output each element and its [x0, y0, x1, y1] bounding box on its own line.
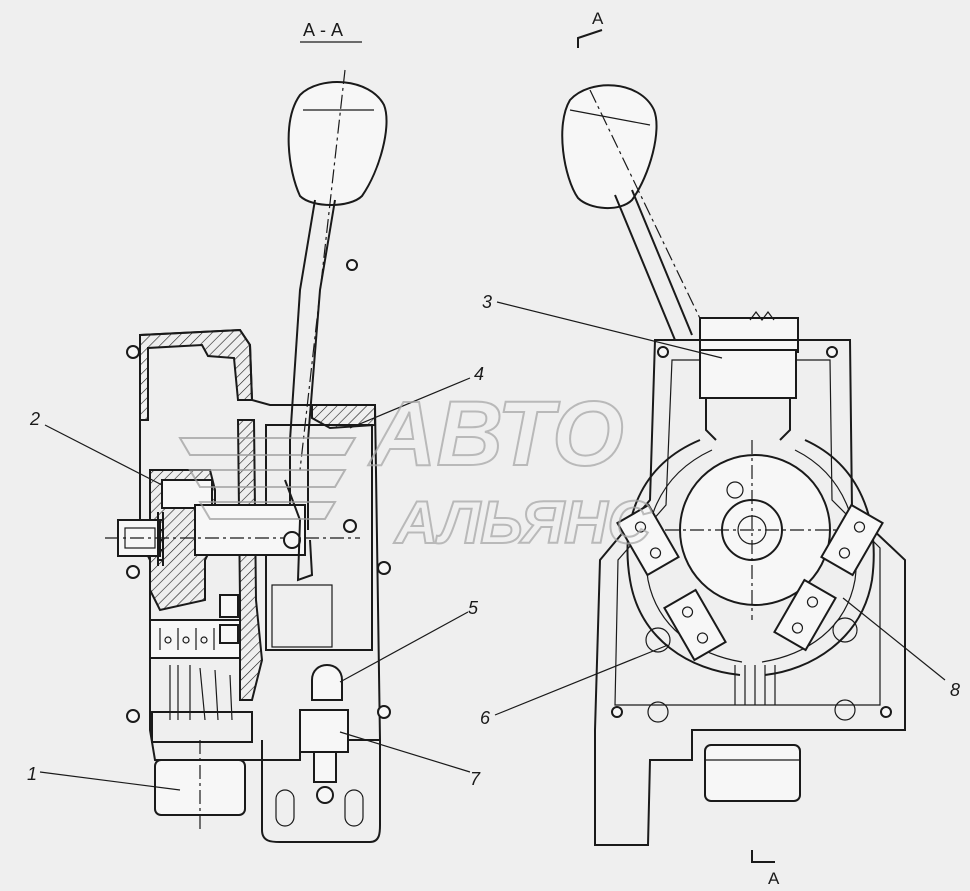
lever-rod-left: [289, 199, 336, 530]
leader-2: [44, 424, 163, 486]
callout-2: 2: [29, 409, 40, 429]
corner-screw-4: [880, 706, 892, 718]
bolt-hole-2: [832, 617, 858, 643]
callout-3: 3: [482, 292, 492, 312]
leader-3: [496, 301, 723, 359]
spring-lever: [284, 479, 314, 582]
socket-stem: [313, 751, 337, 783]
corner-screw-1: [657, 346, 669, 358]
leader-5: [339, 611, 469, 683]
bolt-hole-5: [726, 481, 744, 499]
lever-rod-right: [614, 189, 693, 341]
lamp-socket: [299, 709, 349, 753]
inner-rod-chamber-floor: [271, 584, 333, 648]
cap-ridges: [749, 311, 775, 321]
socket-eyelet: [316, 786, 334, 804]
leader-7: [339, 731, 471, 773]
microswitch-terminals: [159, 628, 215, 650]
terminal-dot-3: [200, 636, 208, 644]
pivot-pin-left: [283, 531, 301, 549]
leader-6: [494, 644, 669, 716]
corner-screw-3: [611, 706, 623, 718]
section-mark-bottom: А: [768, 869, 780, 888]
leader-8: [842, 597, 946, 681]
signal-lamp-bulb: [311, 664, 343, 701]
watermark: АВТО АЛЬЯНС: [178, 382, 654, 557]
callout-6: 6: [480, 708, 491, 728]
bracket-slot-1: [275, 789, 295, 827]
microswitch-left-lower: [663, 588, 727, 662]
section-mark-top: А: [592, 9, 604, 28]
bolt-hole-1: [645, 627, 671, 653]
mount-screw-2: [126, 565, 140, 579]
connector-plate: [151, 711, 253, 743]
corner-screw-2: [826, 346, 838, 358]
mount-screw-4: [377, 561, 391, 575]
microswitch-right-upper: [820, 503, 884, 577]
mount-screw-6: [346, 259, 358, 271]
bracket-slot-2: [344, 789, 364, 827]
wire-bundle-left: [169, 665, 233, 721]
section-mark-bottom-arrow: [751, 850, 775, 863]
terminal-dot-1: [164, 636, 172, 644]
watermark-line-1: АВТО: [368, 383, 624, 485]
watermark-line-2: АЛЬЯНС: [393, 489, 653, 556]
mount-screw-5: [377, 705, 391, 719]
mounting-bracket-left: [261, 740, 381, 843]
switch-carrier: [699, 349, 797, 399]
inner-wall-hatched: [236, 419, 264, 701]
small-block-1: [219, 594, 239, 618]
section-mark-top-arrow: [577, 29, 603, 48]
screw-right-side: [343, 519, 357, 533]
microswitch-right-lower: [773, 578, 837, 652]
leader-4: [349, 377, 471, 429]
section-title: А - А: [303, 20, 343, 40]
knob-mark-right: [569, 109, 651, 126]
gear-teeth: [157, 512, 164, 566]
wire-bundle-right: [734, 665, 776, 705]
small-block-2: [219, 624, 239, 644]
callout-5: 5: [468, 598, 479, 618]
section-view-a-a: А - А: [27, 20, 484, 843]
wiring-loop: [626, 439, 875, 676]
callout-8: 8: [950, 680, 960, 700]
callout-7: 7: [470, 769, 481, 789]
bolt-hole-3: [647, 701, 669, 723]
microswitch-left-upper: [616, 503, 680, 577]
lever-knob-left: [287, 81, 388, 206]
mount-screw-3: [126, 709, 140, 723]
terminal-dot-2: [182, 636, 190, 644]
watermark-emblem: [178, 437, 357, 520]
bolt-hole-4: [834, 699, 856, 721]
connector-plug-right: [704, 744, 801, 802]
carrier-arms: [705, 398, 791, 441]
leader-1: [39, 771, 181, 791]
cover-hatched-top: [139, 328, 254, 421]
mount-screw-1: [126, 345, 140, 359]
lever-knob-right: [561, 84, 658, 210]
lever-cap: [699, 317, 799, 353]
gear-hub: [161, 479, 213, 509]
callout-1: 1: [27, 764, 37, 784]
front-view: А: [480, 9, 960, 888]
callout-4: 4: [474, 364, 484, 384]
